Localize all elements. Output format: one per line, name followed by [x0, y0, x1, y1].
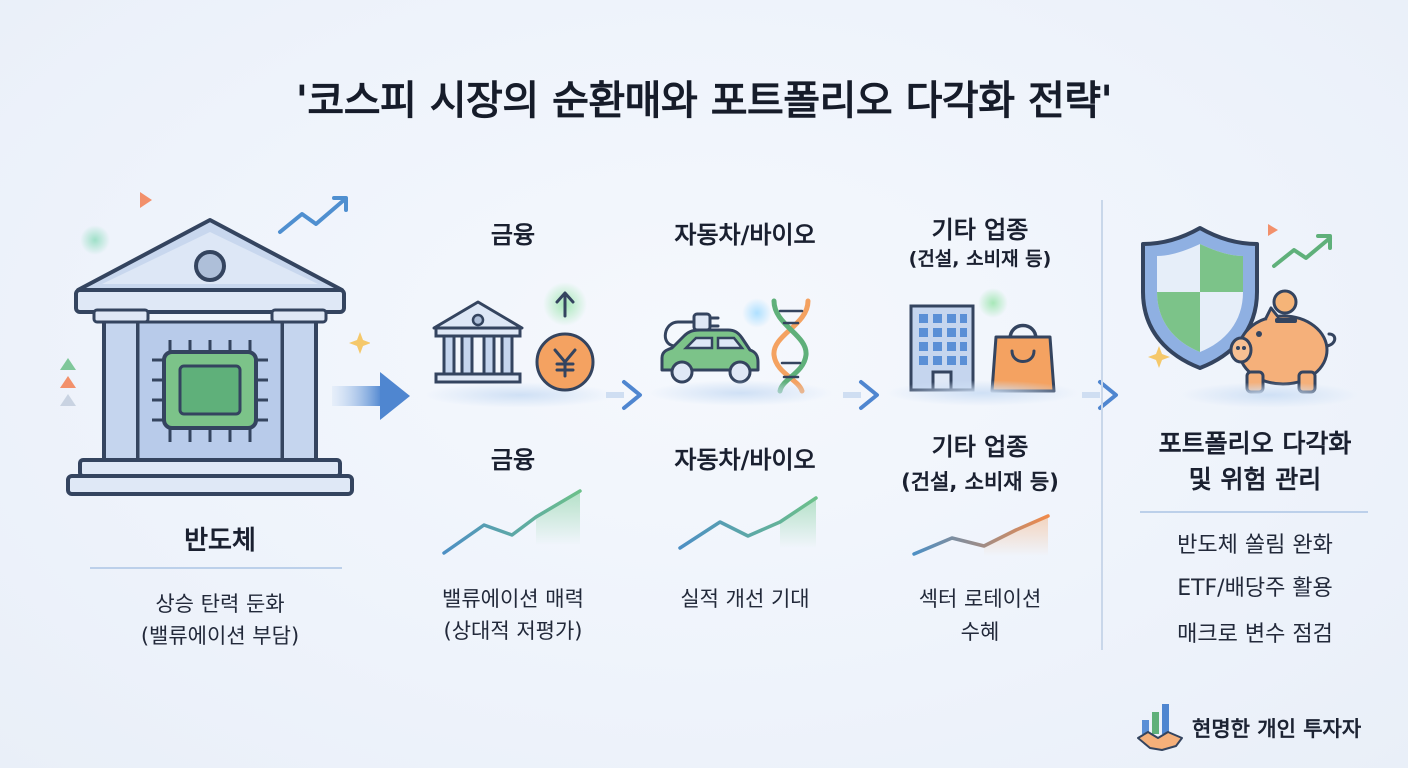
chevron-right-icon	[1082, 380, 1118, 410]
other-label-top-line2: (건설, 소비재 등)	[908, 248, 1052, 270]
other-trend-line	[912, 514, 1050, 556]
shield-icon	[1141, 226, 1259, 370]
portfolio-item: 매크로 변수 점검	[1177, 622, 1333, 647]
auto-bio-label-top: 자동차/바이오	[674, 221, 816, 249]
section-divider	[1101, 200, 1103, 650]
auto-bio-desc-line1: 실적 개선 기대	[680, 587, 810, 611]
divider	[90, 567, 342, 569]
semiconductor-desc-line1: 상승 탄력 둔화	[155, 592, 285, 616]
sparkle-icon	[1148, 346, 1170, 368]
finance-label-bottom: 금융	[490, 446, 536, 474]
portfolio-item: 반도체 쏠림 완화	[1177, 533, 1333, 558]
auto-bio-trend-line	[678, 496, 818, 550]
other-label-bottom-line1: 기타 업종	[931, 433, 1029, 461]
semiconductor-label: 반도체	[184, 526, 256, 556]
yen-coin-icon	[535, 282, 595, 392]
portfolio-item: ETF/배당주 활용	[1177, 576, 1333, 601]
portfolio-title-line1: 포트폴리오 다각화	[1158, 429, 1352, 458]
other-desc-line1: 섹터 로테이션	[918, 587, 1042, 611]
finance-trend-line	[442, 489, 582, 555]
auto-bio-label-bottom: 자동차/바이오	[674, 446, 816, 474]
brand-name: 현명한 개인 투자자	[1192, 717, 1362, 741]
finance-desc-line2: (상대적 저평가)	[443, 619, 583, 643]
semiconductor-desc-line2: (밸류에이션 부담)	[140, 624, 300, 648]
other-label-bottom-line2: (건설, 소비재 등)	[901, 470, 1059, 494]
bank-icon	[432, 300, 524, 384]
divider	[1140, 511, 1368, 513]
page-title: '코스피 시장의 순환매와 포트폴리오 다각화 전략'	[295, 78, 1113, 124]
finance-desc-line1: 밸류에이션 매력	[442, 587, 584, 611]
portfolio-title-line2: 및 위험 관리	[1188, 465, 1322, 494]
trend-arrow-icon	[1268, 224, 1332, 268]
bank-with-chip-icon	[60, 192, 370, 496]
finance-label-top: 금융	[490, 221, 536, 249]
piggy-bank-icon	[1229, 289, 1337, 394]
other-label-top-line1: 기타 업종	[931, 216, 1029, 244]
handshake-chart-icon	[1137, 704, 1183, 751]
chevron-right-icon	[843, 380, 879, 410]
office-building-icon	[909, 304, 975, 392]
arrow-right-icon	[332, 372, 410, 420]
other-desc-line2: 수혜	[960, 620, 1000, 644]
chevron-right-icon	[606, 380, 642, 410]
